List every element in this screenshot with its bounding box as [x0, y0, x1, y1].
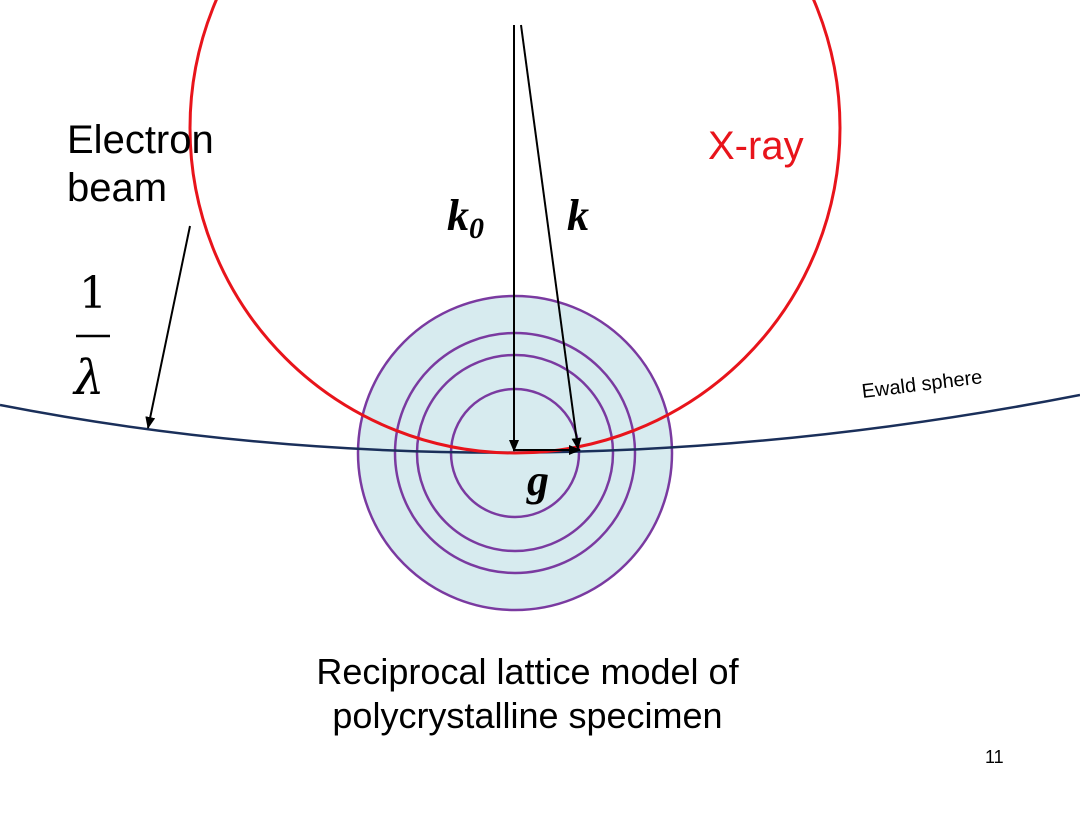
k-vector	[520, 24, 582, 450]
caption: Reciprocal lattice model of polycrystall…	[0, 650, 1055, 738]
page-number: 11	[985, 747, 1004, 767]
g-label: g	[527, 456, 549, 505]
electron-beam-leader	[145, 225, 191, 429]
fraction-denominator: λ	[74, 350, 105, 406]
k0-main: k	[447, 191, 469, 240]
electron-beam-label: Electron beam	[67, 116, 214, 212]
caption-line1: Reciprocal lattice model of	[316, 651, 739, 692]
xray-circle	[188, 0, 842, 455]
electron-beam-line1: Electron	[67, 118, 214, 162]
electron-beam-line2: beam	[67, 166, 168, 210]
k-label: k	[567, 191, 589, 240]
caption-line2: polycrystalline specimen	[332, 695, 723, 736]
xray-label: X-ray	[708, 124, 804, 168]
k0-subscript: 0	[469, 212, 484, 245]
k0-label: k0	[447, 190, 484, 246]
fraction-numerator: 1	[79, 268, 107, 319]
